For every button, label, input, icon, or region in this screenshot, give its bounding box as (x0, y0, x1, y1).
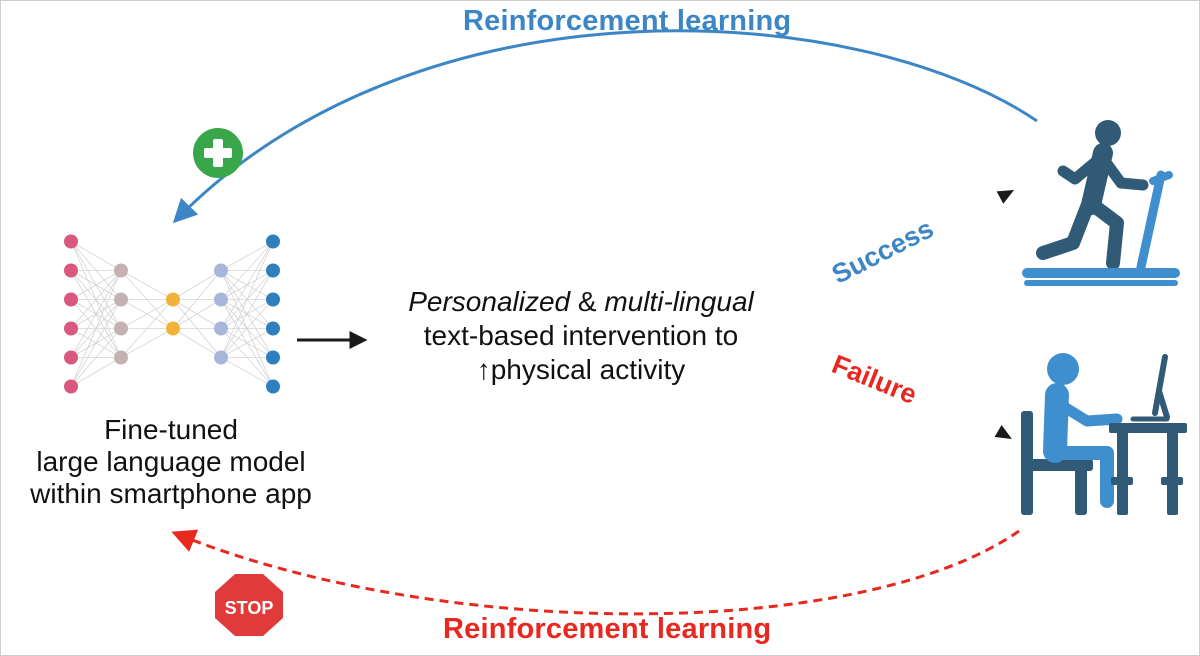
nn-node (64, 321, 78, 336)
top-reinforcement-arrow (172, 29, 1038, 224)
intervention-line-1: Personalized & multi-lingual (356, 285, 806, 319)
nn-edge (172, 299, 222, 329)
nn-edge (70, 299, 122, 387)
nn-edge (70, 270, 122, 329)
nn-node (114, 321, 128, 336)
seated-desk-worker-icon (1021, 353, 1187, 515)
nn-edge (70, 270, 122, 387)
stop-sign-text: STOP (225, 598, 274, 618)
nn-node (64, 263, 78, 278)
nn-edge (70, 270, 122, 300)
llm-caption: Fine-tuned large language model within s… (21, 414, 321, 510)
nn-node (214, 263, 228, 278)
nn-node (64, 350, 78, 365)
neural-network-icon (64, 234, 280, 394)
nn-node (266, 350, 280, 365)
nn-edge (220, 241, 274, 358)
nn-edge (70, 357, 122, 387)
intervention-joiner: & (570, 286, 605, 317)
nn-edge (220, 299, 274, 358)
nn-edge (220, 241, 274, 300)
nn-node (166, 321, 180, 336)
nn-node (214, 350, 228, 365)
llm-caption-line-3: within smartphone app (30, 478, 312, 509)
nn-node (114, 263, 128, 278)
success-arrow (810, 190, 1015, 300)
treadmill-runner-icon (1022, 120, 1180, 286)
nn-node (266, 379, 280, 394)
nn-edge (220, 270, 274, 358)
nn-edge (172, 270, 222, 329)
nn-edge (70, 270, 122, 358)
nn-edge (220, 241, 274, 329)
nn-node (64, 292, 78, 307)
intervention-line-2: text-based intervention to (423, 320, 739, 351)
nn-node (114, 350, 128, 365)
failure-arrow (810, 321, 1012, 439)
bottom-reinforcement-arrow (171, 529, 1020, 616)
nn-edge (220, 357, 274, 387)
nn-node (166, 292, 180, 307)
stop-sign-icon: STOP (215, 574, 283, 636)
nn-edge (172, 328, 222, 358)
nn-edge (120, 299, 174, 329)
nn-edge (70, 241, 122, 271)
nn-node (214, 321, 228, 336)
plus-circle-icon (193, 128, 243, 178)
llm-caption-line-2: large language model (36, 446, 306, 477)
nn-node (266, 292, 280, 307)
nn-node (114, 292, 128, 307)
nn-edge (120, 299, 174, 358)
nn-node (64, 379, 78, 394)
nn-edge (220, 328, 274, 358)
nn-node (266, 234, 280, 249)
intervention-text: Personalized & multi-lingual text-based … (356, 285, 806, 387)
nn-edge (70, 328, 122, 387)
nn-edge (120, 270, 174, 300)
intervention-line-3: ↑physical activity (476, 354, 686, 385)
nn-node (214, 292, 228, 307)
nn-node (64, 234, 78, 249)
intervention-personalized: Personalized (408, 286, 571, 317)
nn-edge (220, 241, 274, 271)
nn-node (266, 263, 280, 278)
nn-edge (120, 328, 174, 358)
top-reinforcement-label: Reinforcement learning (463, 5, 792, 37)
intervention-multilingual: multi-lingual (604, 286, 754, 317)
bottom-reinforcement-label: Reinforcement learning (443, 613, 772, 645)
nn-node (266, 321, 280, 336)
llm-caption-line-1: Fine-tuned (104, 414, 238, 445)
nn-edge (172, 270, 222, 300)
